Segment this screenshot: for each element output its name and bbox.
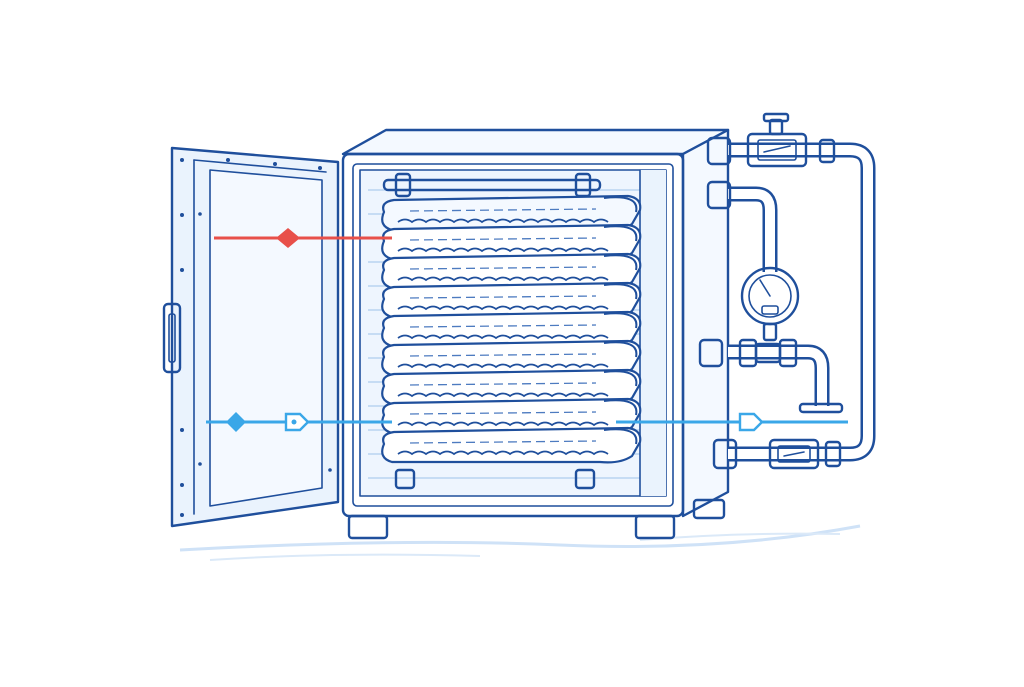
pressure-gauge-icon bbox=[740, 266, 800, 342]
tray bbox=[381, 426, 642, 464]
tray bbox=[381, 368, 642, 406]
tray-supports bbox=[394, 468, 596, 490]
tray bbox=[381, 339, 642, 377]
tray bbox=[381, 397, 642, 435]
floor-shadow bbox=[179, 524, 861, 561]
hot-flow-arrow bbox=[214, 228, 392, 248]
cabinet-feet bbox=[347, 498, 726, 540]
tray-stack bbox=[381, 194, 642, 464]
tray bbox=[381, 223, 642, 261]
pipe-flanges bbox=[698, 136, 844, 470]
drain-valve-icon bbox=[738, 338, 798, 368]
valve-icon bbox=[746, 112, 836, 168]
open-door bbox=[162, 146, 340, 528]
cold-flow-arrow-right bbox=[616, 412, 848, 432]
door-handle-icon bbox=[162, 302, 182, 374]
cold-flow-arrow-left bbox=[206, 412, 392, 432]
flow-meter-icon bbox=[768, 438, 842, 470]
top-rail bbox=[382, 172, 602, 198]
tray bbox=[381, 310, 642, 348]
tray bbox=[381, 281, 642, 319]
tray bbox=[381, 194, 642, 232]
door-rivets bbox=[180, 158, 332, 517]
tray bbox=[381, 252, 642, 290]
pipe-loop bbox=[728, 142, 876, 462]
